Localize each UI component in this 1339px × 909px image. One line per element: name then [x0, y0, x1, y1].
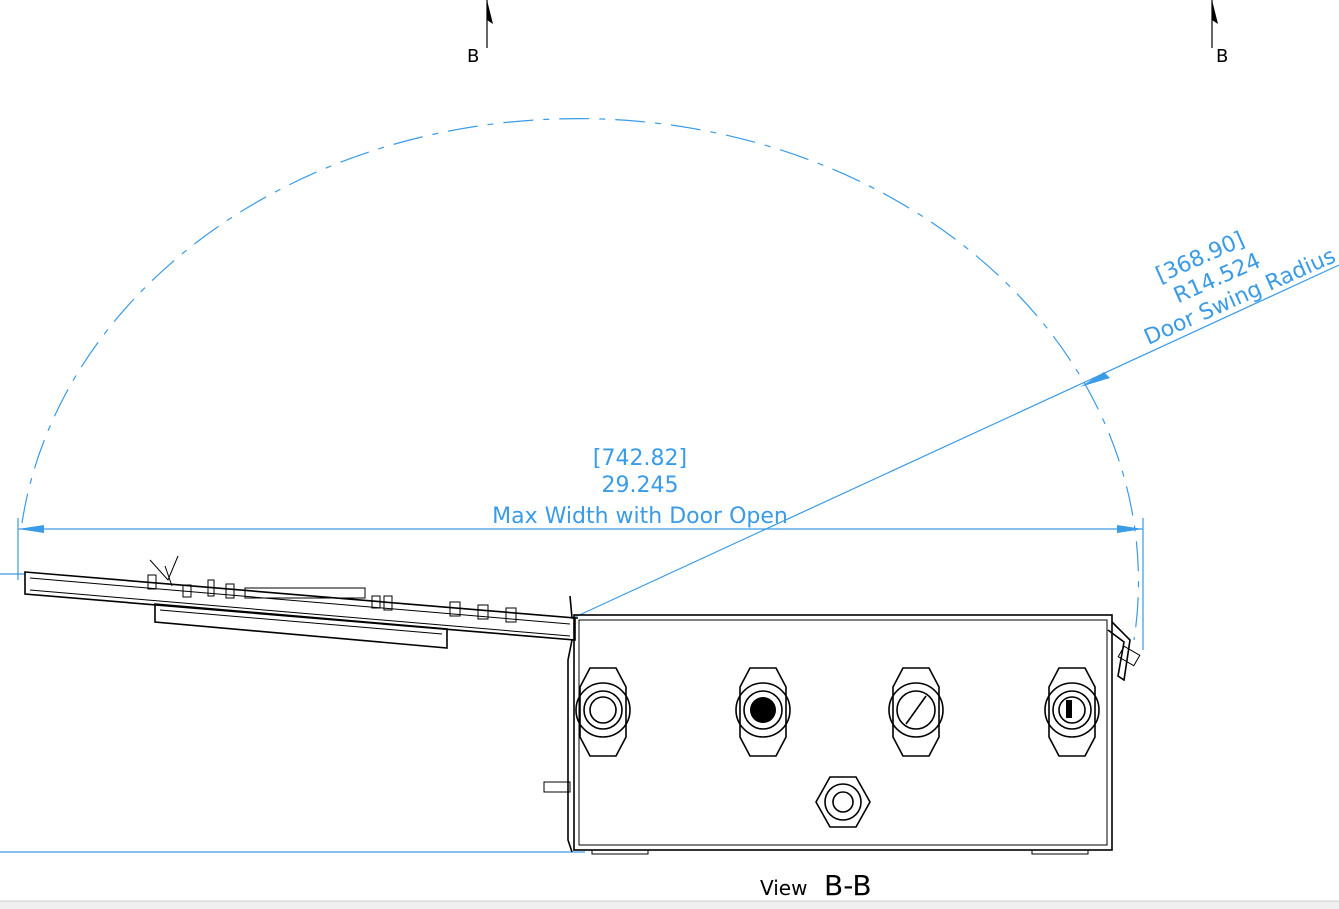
cable-gland-1: [575, 667, 631, 757]
section-label-right: B: [1216, 46, 1228, 67]
leader-arrow-icon: [1080, 372, 1110, 387]
section-marker-right: B: [1211, 0, 1228, 67]
width-metric: [742.82]: [593, 446, 687, 471]
section-marker-left: B: [467, 0, 493, 67]
door-swing-arc: [21, 118, 1140, 641]
cable-gland-2: [735, 667, 791, 757]
cable-gland-3: [888, 667, 944, 757]
width-imperial: 29.245: [602, 473, 679, 498]
breather-fitting: [815, 776, 871, 828]
open-door: [24, 555, 578, 649]
view-label-name: B-B: [824, 869, 872, 902]
width-caption: Max Width with Door Open: [492, 504, 788, 529]
section-label-left: B: [467, 46, 479, 67]
radius-leader: [574, 264, 1339, 618]
bottom-border: [0, 901, 1339, 909]
cable-gland-4: [1044, 667, 1100, 757]
dim-arrow-left-icon: [18, 525, 44, 533]
section-arrow-icon: [1212, 0, 1218, 24]
width-dimension: [742.82] 29.245 Max Width with Door Open: [17, 446, 1144, 650]
enclosure-body: [543, 614, 1141, 855]
section-arrow-icon: [487, 0, 493, 24]
dim-arrow-right-icon: [1117, 525, 1143, 533]
view-label-prefix: View: [760, 876, 807, 900]
view-label: View B-B: [760, 869, 872, 902]
radius-dimension: [368.90] R14.524 Door Swing Radius: [1141, 227, 1339, 350]
